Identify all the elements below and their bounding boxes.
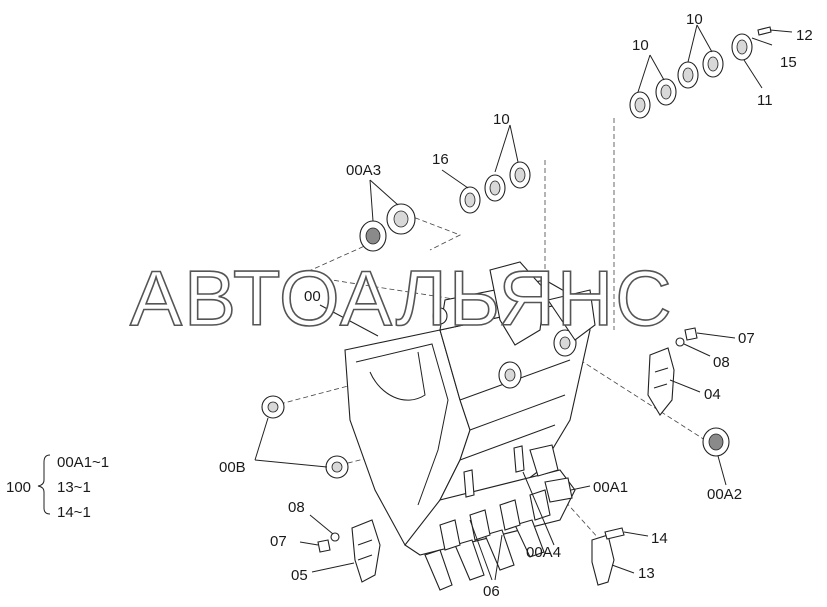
callout-10-top: 10: [686, 11, 703, 28]
callout-04: 04: [704, 386, 721, 403]
callout-00A4: 00A4: [526, 544, 561, 561]
callout-07-right: 07: [738, 330, 755, 347]
bushing-00A2: [702, 427, 730, 457]
nut-08-right: [675, 337, 685, 347]
kit-number: 100: [6, 479, 31, 496]
shims-10-middle: [484, 161, 531, 202]
leader-lines: [254, 24, 793, 581]
bolt-07-left: [317, 539, 331, 553]
side-cutter-00A1: [529, 444, 573, 503]
callout-00A1: 00A1: [593, 479, 628, 496]
callout-11: 11: [757, 92, 773, 109]
ring-16: [459, 186, 481, 214]
tooth-13: [591, 534, 615, 586]
bucket-body: [344, 261, 596, 556]
bushing-00A3-1: [359, 220, 387, 252]
callout-10-left: 10: [632, 37, 649, 54]
callout-10-middle: 10: [493, 111, 510, 128]
kit-item-2: 13~1: [57, 479, 91, 496]
bushing-00A3-2: [386, 203, 416, 235]
kit-item-3: 14~1: [57, 504, 91, 521]
callout-06: 06: [483, 583, 500, 600]
shims-10-upper-right: [677, 50, 724, 89]
kit-bracket: [37, 454, 51, 515]
side-shroud-05: [351, 519, 381, 583]
callout-00B: 00B: [219, 459, 246, 476]
bolt-07-right: [684, 327, 698, 341]
bolt-12: [757, 26, 772, 36]
callout-13: 13: [638, 565, 655, 582]
callout-08-left: 08: [288, 499, 305, 516]
callout-14: 14: [651, 530, 668, 547]
callout-08-right: 08: [713, 354, 730, 371]
callout-00A2: 00A2: [707, 486, 742, 503]
nut-08-left: [330, 532, 340, 542]
callout-00A3: 00A3: [346, 162, 381, 179]
plate-11: [731, 33, 753, 61]
bushing-00B-upper: [261, 395, 285, 419]
callout-labels: 10 12 15 11 10 10 16 00A3 00 07 08 04 00…: [219, 11, 813, 600]
bushing-00B-lower: [325, 455, 349, 479]
kit-item-1: 00A1~1: [57, 454, 109, 471]
pins-00A4: [463, 445, 525, 498]
callout-05: 05: [291, 567, 308, 584]
watermark-text: АВТОАЛЬЯНС: [130, 254, 674, 342]
side-shroud-04: [647, 347, 675, 416]
callout-12: 12: [796, 27, 813, 44]
shims-10-upper-left: [629, 78, 677, 119]
kit-list: 100 00A1~1 13~1 14~1: [6, 454, 109, 521]
pin-14: [604, 527, 625, 540]
callout-15: 15: [780, 54, 797, 71]
callout-16: 16: [432, 151, 449, 168]
callout-07-left: 07: [270, 533, 287, 550]
callout-00: 00: [304, 288, 321, 305]
